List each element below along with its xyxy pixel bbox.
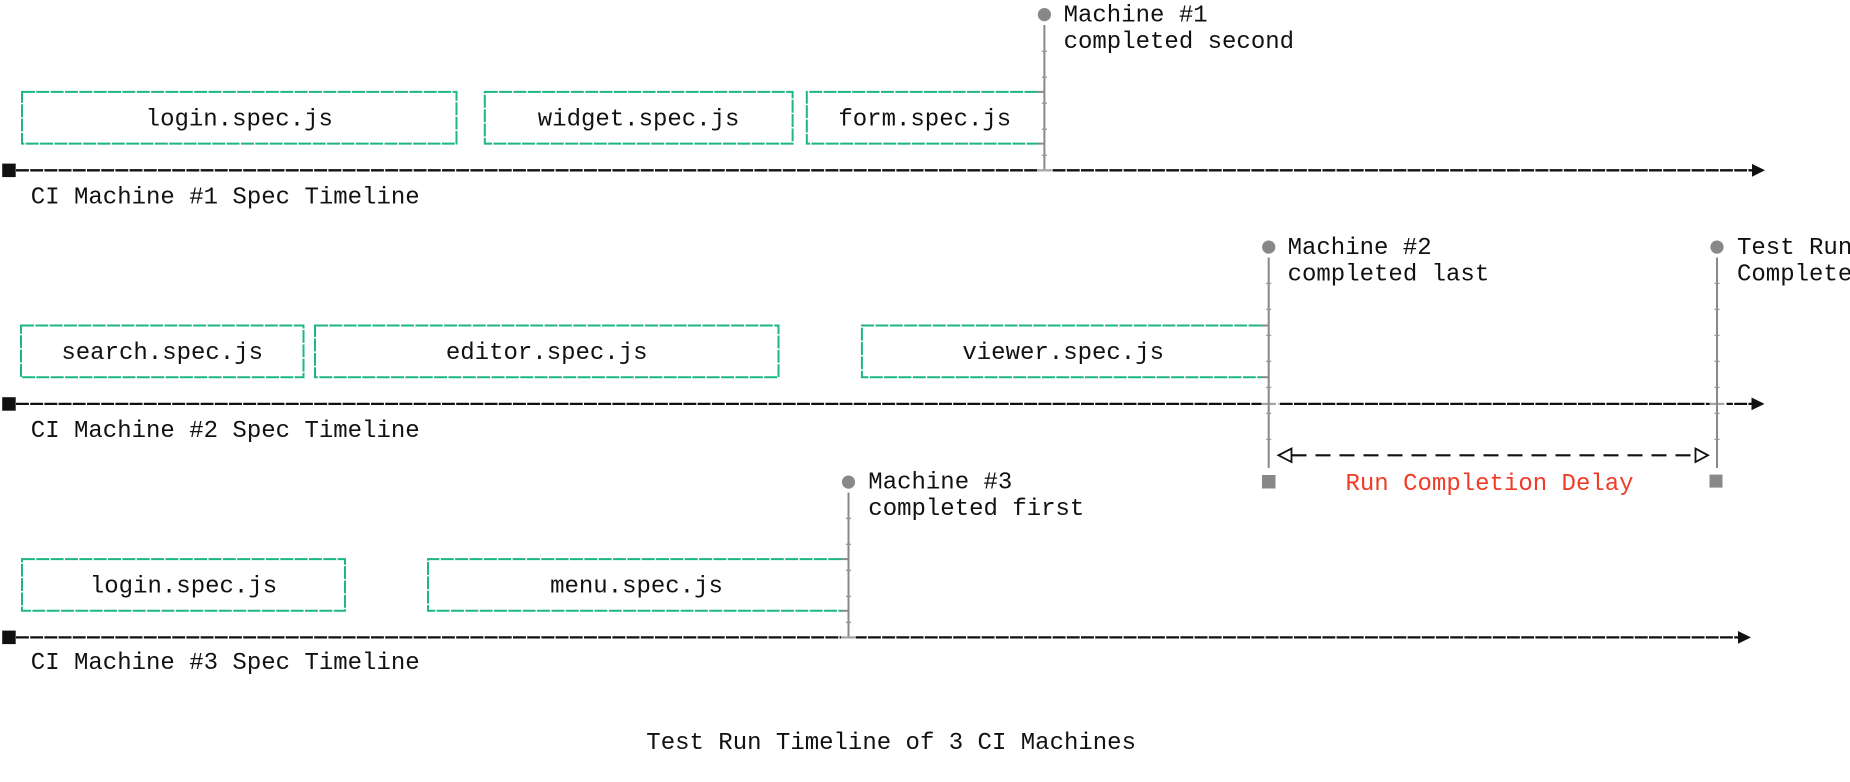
svg-text:completed last: completed last [1288, 261, 1490, 288]
svg-text:login.spec.js: login.spec.js [146, 106, 333, 133]
svg-text:CI Machine #1 Spec Timeline: CI Machine #1 Spec Timeline [31, 185, 420, 212]
svg-text:Completed: Completed [1737, 261, 1850, 288]
svg-text:editor.spec.js: editor.spec.js [446, 340, 648, 367]
svg-text:login.spec.js: login.spec.js [90, 574, 277, 601]
svg-text:menu.spec.js: menu.spec.js [550, 574, 723, 601]
svg-text:widget.spec.js: widget.spec.js [538, 106, 740, 133]
svg-text:completed first: completed first [868, 496, 1084, 523]
svg-text:Machine #3: Machine #3 [868, 470, 1012, 497]
svg-text:Machine #2: Machine #2 [1288, 235, 1432, 262]
svg-text:Run Completion Delay: Run Completion Delay [1346, 471, 1634, 498]
svg-text:completed second: completed second [1064, 29, 1294, 56]
svg-text:Test Run Timeline of 3 CI Mach: Test Run Timeline of 3 CI Machines [646, 730, 1136, 757]
svg-text:form.spec.js: form.spec.js [838, 106, 1011, 133]
svg-text:Test Run: Test Run [1737, 235, 1850, 262]
svg-text:CI Machine #3 Spec Timeline: CI Machine #3 Spec Timeline [31, 650, 420, 677]
svg-text:search.spec.js: search.spec.js [61, 340, 263, 367]
svg-text:Machine #1: Machine #1 [1064, 2, 1208, 29]
svg-text:CI Machine #2 Spec Timeline: CI Machine #2 Spec Timeline [31, 418, 420, 445]
svg-text:viewer.spec.js: viewer.spec.js [962, 340, 1164, 367]
